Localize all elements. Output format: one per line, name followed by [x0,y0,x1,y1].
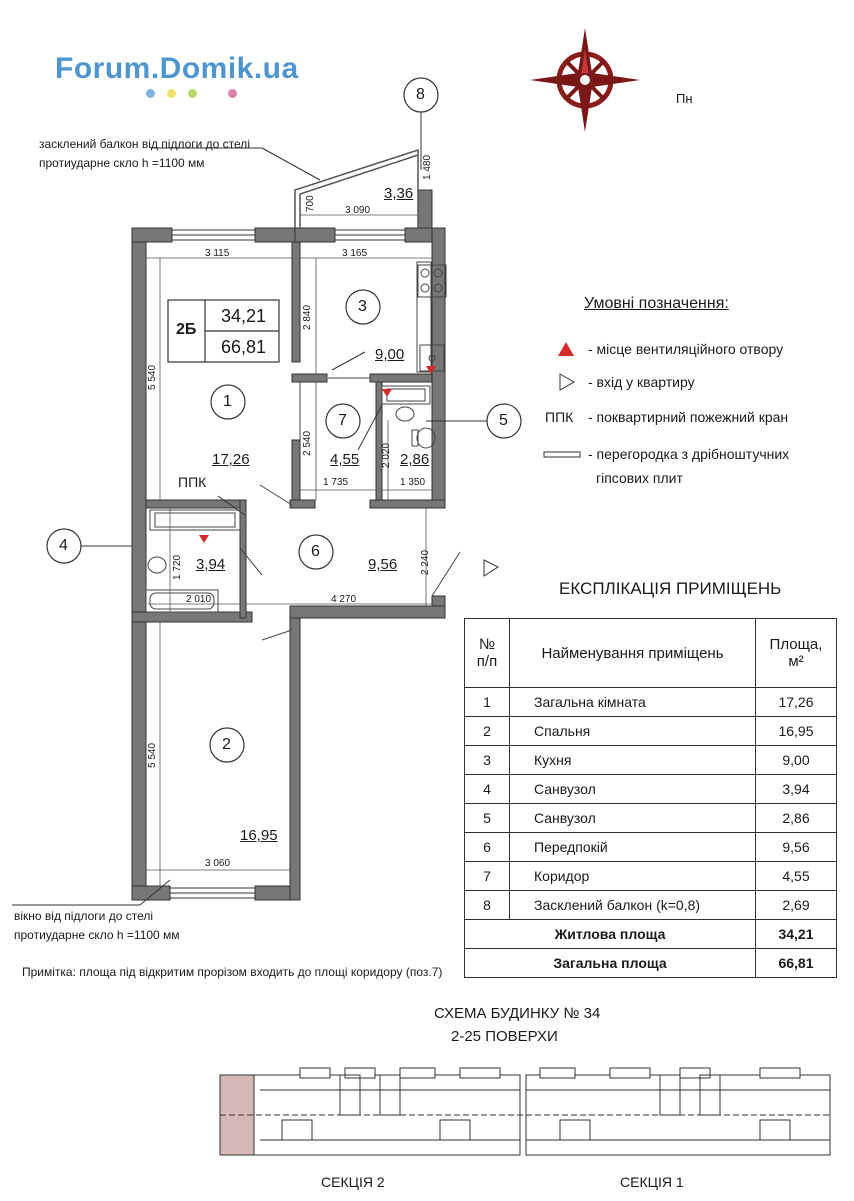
kitchen-fixtures [416,261,447,373]
callout-5: 5 [499,412,508,429]
callout-8: 8 [416,86,425,103]
legend-item-partition-line2: гіпсових плит [596,470,683,486]
room-area-1: 17,26 [212,451,250,468]
watermark-dot [188,89,197,98]
dimension-label: 5 540 [147,742,158,768]
balcony-note-line2: протиударне скло h =1100 мм [39,156,205,170]
table-row: 7 Коридор 4,55 [464,861,837,891]
section-1-label: СЕКЦІЯ 1 [620,1174,684,1190]
table-row: 3 Кухня 9,00 [464,745,837,775]
ppk-label: ППК [178,474,207,490]
table-row: 6 Передпокій 9,56 [464,832,837,862]
table-row-living: Житлова площа 34,21 [464,919,837,949]
dimension-label: 1 735 [323,477,349,488]
scheme-title: СХЕМА БУДИНКУ № 34 [434,1005,601,1022]
apartment-living-area: 34,21 [221,306,267,326]
room-number-3: 3 [358,298,367,315]
room-number-7: 7 [338,412,347,429]
callout-4: 4 [59,537,68,554]
legend-item-ppk-code: ППК [545,409,574,425]
watermark-dot [146,89,155,98]
header-name: Найменування приміщень [509,618,756,688]
room-number-1: 1 [223,393,232,410]
dimension-label: 1 350 [400,477,426,488]
vent-icon [426,366,436,374]
dimension-lines [146,214,432,886]
room-area-2: 16,95 [240,827,278,844]
vent-icon [199,535,209,543]
dimension-label: 2 540 [302,430,313,456]
compass-label: Пн [676,91,693,106]
doors [239,377,461,641]
bathroom-fixtures [145,509,241,613]
balcony-outline [294,148,419,228]
watermark-logo: Forum.Domik.ua [55,52,299,85]
bathroom-fixtures [381,385,436,449]
table-row-total: Загальна площа 66,81 [464,948,837,978]
table-row: 2 Спальня 16,95 [464,716,837,746]
room-area-4: 3,94 [196,556,226,573]
room-area-5: 2,86 [400,451,430,468]
header-number: № п/п [464,618,510,688]
dimension-label: 3 090 [345,205,371,216]
table-row: 5 Санвузол 2,86 [464,803,837,833]
legend-item-partition: - перегородка з дрібноштучних [588,446,790,462]
watermark-dot [167,89,176,98]
walls [131,189,446,901]
window-note-line1: вікно від підлоги до стелі [14,909,154,923]
footnote: Примітка: площа під відкритим прорізом в… [22,965,443,979]
partition-icon [543,451,581,458]
explication-title: ЕКСПЛІКАЦІЯ ПРИМІЩЕНЬ [559,579,782,598]
windows [169,229,406,899]
legend-item-vent: - місце вентиляційного отвору [588,341,784,357]
section-2-label: СЕКЦІЯ 2 [321,1174,385,1190]
room-area-7: 4,55 [330,451,360,468]
legend-title: Умовні позначення: [584,295,729,312]
dimension-label: 3 060 [205,858,231,869]
legend-item-ppk: - поквартирний пожежний кран [588,409,789,425]
table-row: 1 Загальна кімната 17,26 [464,687,837,717]
vent-icon [382,389,392,397]
dimension-label: 2 840 [302,304,313,330]
compass-icon [530,28,640,132]
apartment-badge [167,299,280,363]
table-row: 4 Санвузол 3,94 [464,774,837,804]
explication-table: № п/п Найменування приміщень Площа, м² 1… [464,618,837,978]
apartment-total-area: 66,81 [221,337,267,357]
table-row: 8 Засклений балкон (k=0,8) 2,69 [464,890,837,920]
window-note-line2: протиударне скло h =1100 мм [14,928,180,942]
dimension-label: 2 240 [420,549,431,575]
dimension-label: 2 010 [186,594,212,605]
dimension-label: 2 020 [381,442,392,468]
vent-icon [558,342,574,356]
header-area: Площа, м² [755,618,837,688]
entrance-icon [559,373,576,391]
legend-item-entrance: - вхід у квартиру [588,374,695,390]
apartment-type: 2Б [176,321,197,338]
room-number-6: 6 [311,543,320,560]
scheme-subtitle: 2-25 ПОВЕРХИ [451,1028,558,1045]
room-area-8: 3,36 [384,185,414,202]
watermark-dot [228,89,237,98]
callout-circles [46,77,522,763]
dimension-label: 3 165 [342,248,368,259]
callout-leaders [12,112,487,906]
dimension-label: 4 270 [331,594,357,605]
entrance-icon [483,559,500,577]
table-header-row: № п/п Найменування приміщень Площа, м² [464,618,837,688]
dimension-label: 5 540 [147,364,158,390]
building-scheme [219,1067,831,1156]
room-area-3: 9,00 [375,346,405,363]
room-area-6: 9,56 [368,556,398,573]
dimension-label: 1 480 [422,154,433,180]
balcony-note-line1: засклений балкон від підлоги до стелі [39,137,250,151]
dimension-label: 3 115 [205,248,230,259]
room-number-2: 2 [222,736,231,753]
dimension-label: 1 720 [172,554,183,580]
dimension-label: 700 [305,195,316,212]
